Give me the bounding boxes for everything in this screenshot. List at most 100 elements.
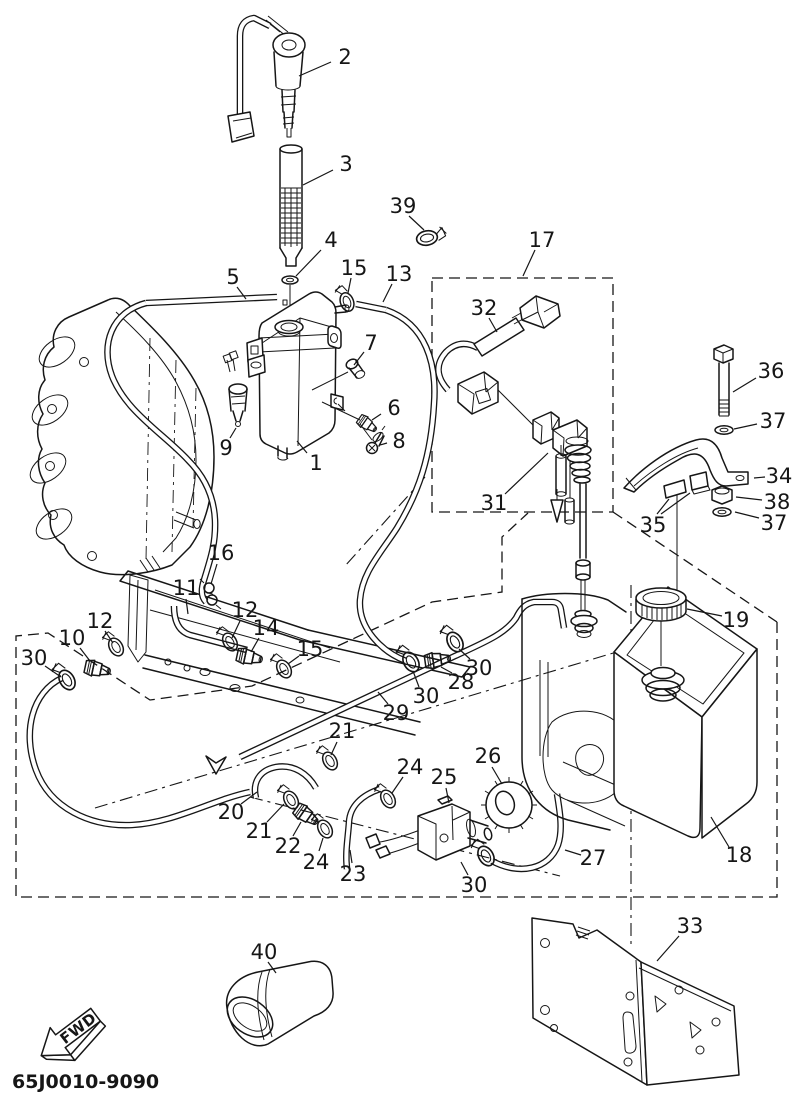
part-callout-37: 37 bbox=[760, 409, 787, 433]
leader-line bbox=[267, 961, 277, 974]
clamp-30d bbox=[467, 834, 499, 871]
part-callout-10: 10 bbox=[59, 626, 86, 650]
leader-line bbox=[302, 169, 334, 186]
part-callout-24: 24 bbox=[303, 850, 330, 874]
part-callout-1: 1 bbox=[309, 451, 322, 475]
oil-tank-engine bbox=[246, 291, 373, 461]
leader-line bbox=[522, 249, 536, 277]
plug-6 bbox=[354, 412, 381, 437]
leader-line bbox=[656, 498, 670, 515]
fwd-arrow: FWD bbox=[40, 1007, 107, 1062]
leader-line bbox=[229, 427, 237, 439]
leader-line bbox=[231, 620, 241, 639]
leader-line bbox=[377, 691, 389, 705]
clamp-30c bbox=[436, 620, 468, 657]
part-callout-9: 9 bbox=[219, 436, 232, 460]
leader-line bbox=[460, 861, 469, 876]
leader-line bbox=[79, 647, 91, 662]
part-callout-17: 17 bbox=[529, 228, 556, 252]
leader-line bbox=[330, 741, 338, 756]
knob-26 bbox=[481, 777, 537, 833]
part-callout-30: 30 bbox=[21, 646, 48, 670]
oil-filter bbox=[279, 144, 303, 267]
oil-pump-25 bbox=[365, 795, 493, 861]
part-callout-33: 33 bbox=[677, 914, 704, 938]
part-callout-21: 21 bbox=[246, 819, 273, 843]
leader-line bbox=[318, 837, 324, 852]
clamp-21a bbox=[313, 741, 342, 774]
part-callout-22: 22 bbox=[275, 834, 302, 858]
part-callout-28: 28 bbox=[448, 670, 475, 694]
leader-line bbox=[391, 776, 404, 794]
part-callout-19: 19 bbox=[723, 608, 750, 632]
part-callout-2: 2 bbox=[338, 45, 351, 69]
clamp-15b bbox=[267, 649, 296, 682]
engine-block bbox=[29, 297, 215, 576]
engine-bracket bbox=[119, 570, 471, 775]
leader-line bbox=[240, 791, 258, 805]
leader-line bbox=[295, 249, 322, 277]
part-callout-23: 23 bbox=[340, 862, 367, 886]
part-callout-21: 21 bbox=[329, 719, 356, 743]
leader-line bbox=[185, 598, 189, 615]
leader-line bbox=[408, 215, 425, 231]
part-callout-4: 4 bbox=[324, 228, 337, 252]
part-callout-36: 36 bbox=[758, 359, 785, 383]
leader-line bbox=[250, 637, 260, 653]
part-callout-26: 26 bbox=[475, 744, 502, 768]
leader-line bbox=[753, 476, 766, 479]
part-callout-11: 11 bbox=[173, 576, 200, 600]
leader-line bbox=[210, 563, 218, 585]
leader-line bbox=[504, 452, 549, 495]
part-callout-16: 16 bbox=[208, 541, 235, 565]
part-callout-5: 5 bbox=[226, 265, 239, 289]
screw-8 bbox=[365, 425, 386, 455]
leader-line bbox=[382, 283, 393, 303]
part-callout-27: 27 bbox=[580, 846, 607, 870]
part-callout-25: 25 bbox=[431, 765, 458, 789]
leader-line bbox=[353, 351, 365, 366]
part-callout-31: 31 bbox=[481, 491, 508, 515]
drawing-code: 65J0010-9090 bbox=[12, 1071, 159, 1093]
mount-hardware bbox=[623, 344, 749, 517]
part-callout-37: 37 bbox=[761, 511, 788, 535]
oil-level-sensor-31 bbox=[532, 411, 592, 619]
leader-line bbox=[371, 413, 382, 421]
oil-tank-cap-19 bbox=[635, 587, 687, 622]
clamp-30a bbox=[48, 658, 80, 695]
part-callout-7: 7 bbox=[364, 331, 377, 355]
fitting-10 bbox=[82, 657, 113, 681]
mount-bracket-33 bbox=[531, 917, 740, 1086]
leader-line bbox=[656, 935, 680, 962]
clamp-15a bbox=[332, 282, 358, 315]
leader-line bbox=[445, 787, 450, 804]
leader-line bbox=[733, 423, 758, 430]
part-callout-3: 3 bbox=[339, 152, 352, 176]
part-callout-12: 12 bbox=[87, 609, 114, 633]
part-callout-30: 30 bbox=[461, 873, 488, 897]
oil-hoses bbox=[26, 293, 568, 873]
leader-line bbox=[440, 666, 453, 674]
harness-32 bbox=[435, 295, 561, 427]
part-callout-32: 32 bbox=[471, 296, 498, 320]
part-callout-20: 20 bbox=[218, 800, 245, 824]
part-callout-18: 18 bbox=[726, 843, 753, 867]
part-callout-15: 15 bbox=[297, 637, 324, 661]
clip-16 bbox=[199, 578, 222, 610]
part-callout-38: 38 bbox=[764, 490, 791, 514]
leader-line bbox=[298, 61, 332, 77]
part-callout-30: 30 bbox=[466, 656, 493, 680]
leader-line bbox=[349, 849, 353, 864]
part-callout-34: 34 bbox=[766, 464, 793, 488]
leader-line bbox=[347, 277, 352, 294]
leader-line bbox=[735, 496, 763, 501]
leader-line bbox=[660, 492, 691, 515]
plug-7 bbox=[345, 358, 366, 379]
oil-level-gauge-assembly bbox=[227, 14, 306, 143]
leader-line bbox=[710, 816, 730, 848]
leader-line bbox=[379, 442, 388, 446]
part-callout-39: 39 bbox=[390, 194, 417, 218]
leader-line bbox=[104, 630, 114, 644]
